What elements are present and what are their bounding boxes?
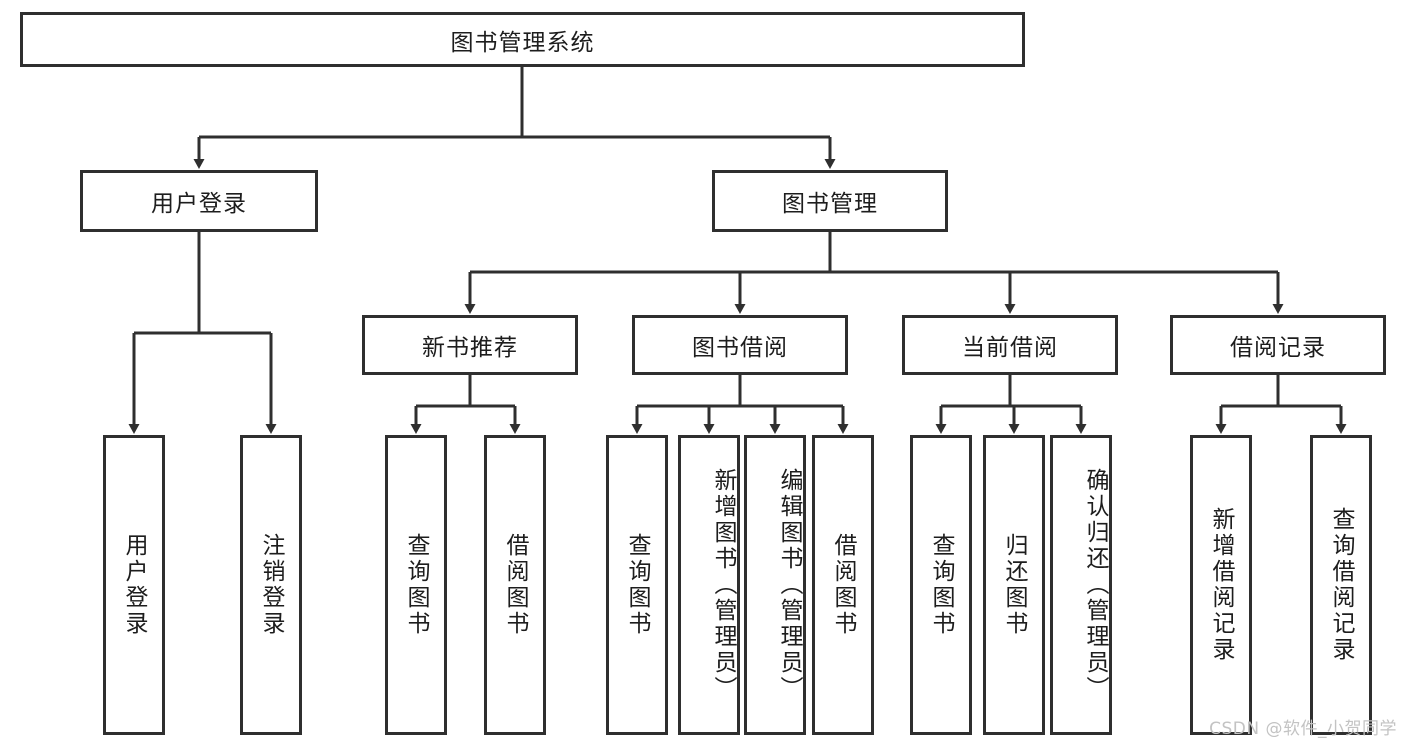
node-current-borrow[interactable]: 当前借阅: [902, 315, 1118, 375]
leaf-query-borrow-record[interactable]: 查询借阅记录: [1310, 435, 1372, 735]
node-borrow-record[interactable]: 借阅记录: [1170, 315, 1386, 375]
leaf-query-book[interactable]: 查询图书: [606, 435, 668, 735]
leaf-query-book-current[interactable]: 查询图书: [910, 435, 972, 735]
leaf-add-borrow-record[interactable]: 新增借阅记录: [1190, 435, 1252, 735]
leaf-user-login[interactable]: 用户登录: [103, 435, 165, 735]
leaf-borrow-book[interactable]: 借阅图书: [812, 435, 874, 735]
leaf-query-book-recommend[interactable]: 查询图书: [385, 435, 447, 735]
leaf-return-book[interactable]: 归还图书: [983, 435, 1045, 735]
leaf-add-book-admin[interactable]: 新增图书（管理员）: [678, 435, 740, 735]
node-user-login[interactable]: 用户登录: [80, 170, 318, 232]
node-root[interactable]: 图书管理系统: [20, 12, 1025, 67]
leaf-confirm-return-admin[interactable]: 确认归还（管理员）: [1050, 435, 1112, 735]
leaf-edit-book-admin[interactable]: 编辑图书（管理员）: [744, 435, 806, 735]
leaf-logout[interactable]: 注销登录: [240, 435, 302, 735]
leaf-borrow-book-recommend[interactable]: 借阅图书: [484, 435, 546, 735]
watermark-text: CSDN @软件_小贺同学: [1209, 719, 1397, 739]
node-new-book-recommend[interactable]: 新书推荐: [362, 315, 578, 375]
node-book-manage[interactable]: 图书管理: [712, 170, 948, 232]
node-book-borrow[interactable]: 图书借阅: [632, 315, 848, 375]
